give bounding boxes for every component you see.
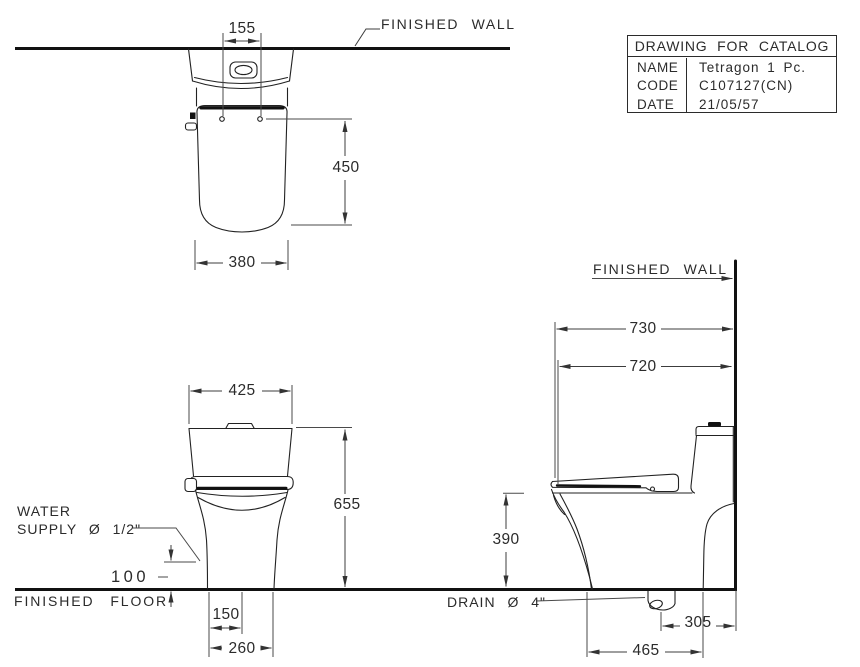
side-view — [550, 259, 737, 611]
dim-tank-width: 425 — [228, 382, 256, 399]
rim-curve — [197, 496, 286, 511]
tank-front-outline — [188, 422, 293, 477]
water-supply-leader — [133, 527, 201, 562]
flush-button-plate — [229, 61, 258, 79]
title-block-value: 21/05/57 — [686, 94, 836, 114]
dim-drain-to-wall: 305 — [684, 614, 712, 631]
title-block-label: DATE — [637, 96, 675, 112]
title-block-label: NAME — [637, 60, 679, 75]
water-supply-label-line1: WATER — [17, 503, 71, 519]
tank-side-outline — [690, 422, 735, 503]
tank-plan-outline — [187, 48, 295, 89]
title-block-row-date: DATE 21/05/57 — [628, 94, 836, 114]
dim-base-width: 260 — [228, 640, 256, 657]
side-lever — [184, 122, 198, 131]
seat-hinge-cap-left — [184, 477, 198, 493]
tank-lid-knob — [225, 422, 255, 429]
seat-bumper — [649, 486, 656, 492]
hinge-bolt-left — [219, 116, 225, 122]
front-view-dimensions — [133, 385, 352, 657]
drain-label: DRAIN Ø 4" — [447, 594, 546, 610]
seat-seam — [555, 484, 642, 488]
title-block: DRAWING FOR CATALOG NAME Tetragon 1 Pc. … — [627, 35, 837, 114]
bowl-plan-sides — [195, 87, 289, 107]
seat-lid-plan-outline — [184, 104, 288, 233]
title-block-value: C107127(CN) — [686, 76, 836, 95]
top-view-dimensions — [194, 33, 352, 270]
front-view — [184, 422, 294, 590]
title-block-row-code: CODE C107127(CN) — [628, 76, 836, 95]
title-block-value: Tetragon 1 Pc. — [686, 58, 836, 77]
drain-leader — [535, 597, 646, 602]
top-view — [184, 48, 295, 233]
flush-button — [234, 64, 253, 76]
seat-front-outline — [184, 475, 294, 493]
dim-total-height: 655 — [333, 496, 361, 513]
dim-bowl-depth: 720 — [629, 358, 657, 375]
bowl-side-outline — [550, 488, 735, 590]
hinge-cap — [190, 112, 196, 119]
dim-total-depth: 730 — [629, 320, 657, 337]
side-view-dimensions — [503, 276, 737, 658]
hinge-bolt-right — [257, 116, 263, 122]
finished-wall-label-side: FINISHED WALL — [593, 261, 728, 277]
title-block-title: DRAWING FOR CATALOG — [628, 36, 836, 57]
rear-profile — [702, 502, 735, 590]
rim-lip — [552, 494, 566, 516]
bowl-front-outline — [194, 489, 289, 590]
finished-wall-line-top — [15, 28, 510, 50]
seat-side-outline — [550, 473, 680, 493]
title-block-label: CODE — [637, 78, 679, 94]
dim-base-offset: 150 — [212, 606, 240, 623]
finished-wall-label-top: FINISHED WALL — [381, 16, 516, 32]
dim-seat-length: 450 — [332, 159, 360, 176]
dim-base-depth: 465 — [632, 642, 660, 659]
dim-seat-width: 380 — [228, 254, 256, 271]
dim-hinge-spacing: 155 — [228, 20, 256, 37]
drain-pipe — [647, 590, 676, 611]
finished-floor-label: FINISHED FLOOR — [14, 593, 169, 609]
dim-supply-height: 100 — [110, 568, 150, 586]
water-supply-label-line2: SUPPLY Ø 1/2" — [17, 521, 142, 537]
title-block-row-name: NAME Tetragon 1 Pc. — [628, 57, 836, 77]
flush-button-side — [708, 422, 721, 427]
dim-rim-height: 390 — [492, 531, 520, 548]
